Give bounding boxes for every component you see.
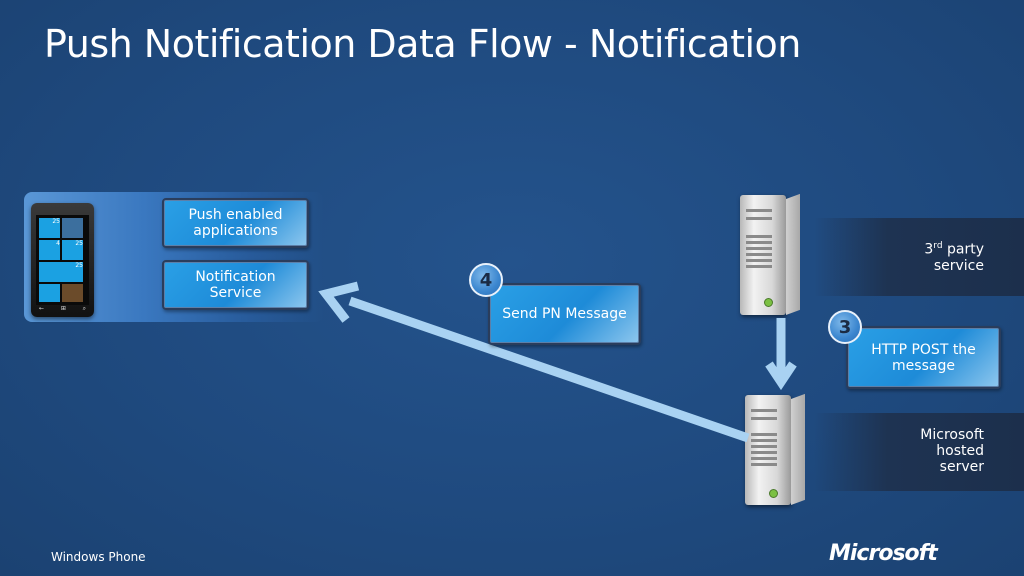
phone-tile: 25 (39, 218, 60, 238)
ordinal-number: 3 (924, 241, 934, 258)
server-bay (746, 247, 772, 250)
third-party-service-panel: 3rd party service (814, 218, 1024, 296)
server-bay (746, 209, 772, 212)
search-icon: ⌕ (82, 305, 86, 312)
arrow-down-to-ms-server (765, 318, 797, 391)
server-bay (751, 433, 777, 436)
message-tile: 4 (39, 240, 60, 260)
ms-hosted-line-2: hosted (936, 443, 984, 459)
server-bay (751, 463, 777, 466)
ordinal-suffix: rd (933, 241, 943, 251)
tile-count: 25 (75, 262, 83, 269)
server-led (764, 298, 773, 307)
microsoft-logo: Microsoft (829, 541, 938, 566)
server-bay (751, 457, 777, 460)
server-bay (746, 259, 772, 262)
third-party-service-label: 3rd party (814, 238, 984, 258)
tile-count: 25 (52, 218, 60, 225)
arrow-to-notification-service (318, 281, 750, 443)
windows-icon: ⊞ (60, 305, 66, 312)
party-word: party (942, 241, 984, 258)
server-led (769, 489, 778, 498)
server-bay (746, 253, 772, 256)
server-bay (751, 417, 777, 420)
step-4-badge: 4 (469, 263, 503, 297)
server-bay (751, 409, 777, 412)
server-bay (746, 241, 772, 244)
pictures-tile (62, 284, 83, 302)
server-bay (746, 235, 772, 238)
push-enabled-applications-box: Push enabled applications (162, 198, 309, 248)
server-bay (751, 439, 777, 442)
tile-count: 4 (56, 240, 60, 247)
people-tile (62, 218, 83, 238)
server-bay (751, 445, 777, 448)
ie-tile (39, 284, 60, 302)
phone-screen: 25 4 25 25 (36, 215, 89, 305)
mail-tile: 25 (62, 240, 83, 260)
service-word: service (933, 257, 984, 274)
server-bay (746, 217, 772, 220)
server-bay (746, 265, 772, 268)
ms-hosted-line-3: server (939, 459, 984, 475)
ms-hosted-server-icon (745, 393, 805, 505)
step-3-badge: 3 (828, 310, 862, 344)
notification-service-box: Notification Service (162, 260, 309, 310)
third-party-server-icon (740, 193, 800, 315)
footer-windows-phone: Windows Phone (51, 550, 146, 564)
ms-hosted-server-panel: Microsoft hosted server (814, 413, 1024, 491)
ms-hosted-line-1: Microsoft (920, 427, 984, 443)
back-icon: ← (39, 305, 45, 312)
calendar-tile: 25 (39, 262, 83, 282)
phone-softkeys: ← ⊞ ⌕ (39, 305, 86, 313)
windows-phone-image: 25 4 25 25 ← ⊞ ⌕ (31, 203, 94, 317)
http-post-message-box: HTTP POST the message (846, 326, 1001, 389)
tile-count: 25 (75, 240, 83, 247)
slide-title: Push Notification Data Flow - Notificati… (44, 22, 801, 66)
server-bay (751, 451, 777, 454)
send-pn-message-box: Send PN Message (488, 283, 641, 345)
